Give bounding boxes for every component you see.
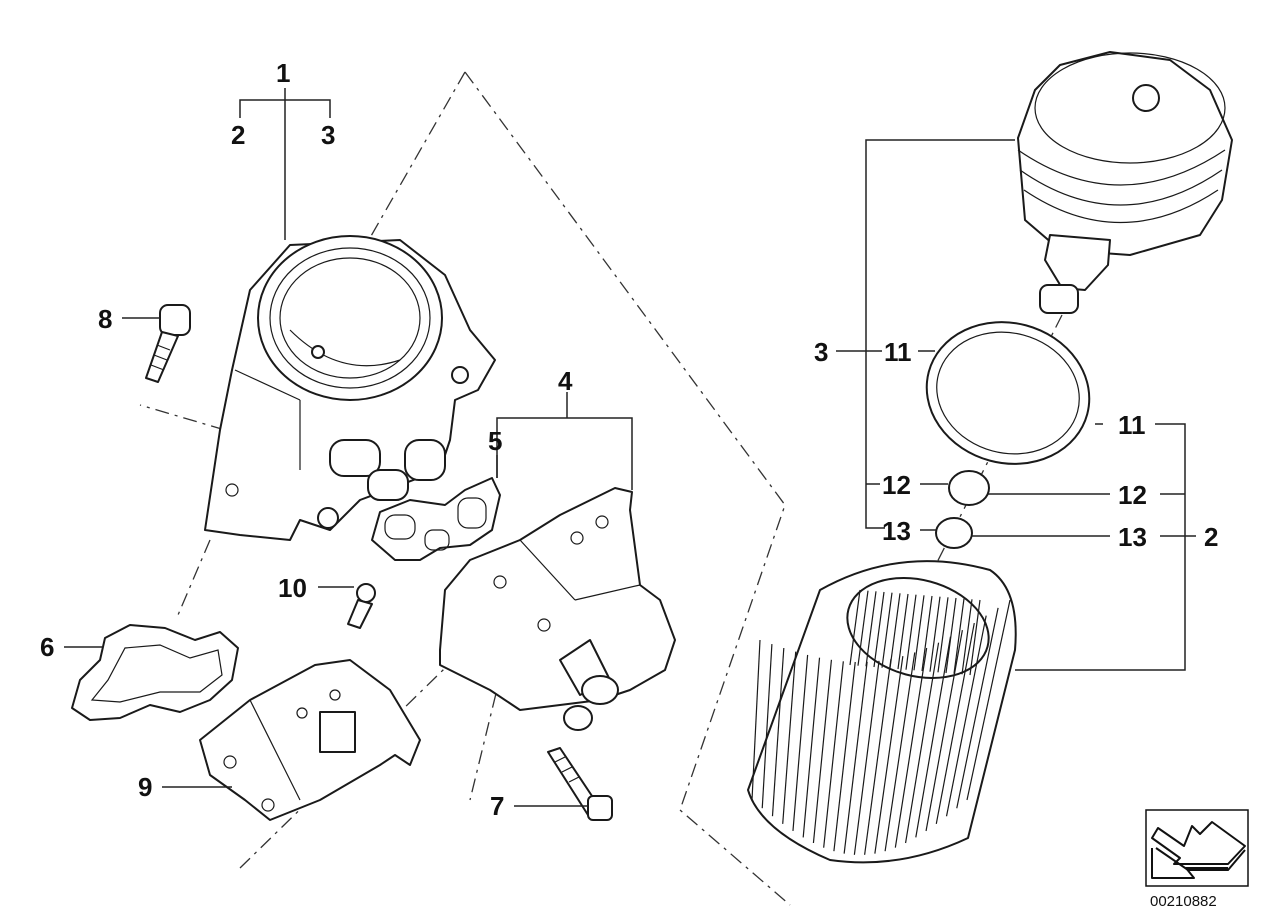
callout-12-left: 12: [882, 470, 911, 500]
filter-inner-pleat-line: [969, 599, 981, 676]
filter-inner-pleat-line: [889, 593, 901, 669]
filter-pleat-line: [915, 636, 952, 838]
filter-inner-pleat-line: [953, 598, 965, 674]
filter-pleat-line: [833, 661, 856, 852]
leader-lines: [64, 88, 1196, 807]
part-filter-cap: [1017, 51, 1233, 314]
filter-inner-pleat-line: [849, 589, 861, 666]
filter-inner-pleat-line: [857, 590, 869, 666]
callout-9: 9: [138, 772, 152, 802]
callout-3: 3: [321, 120, 335, 150]
filter-pleat-line: [751, 639, 761, 801]
filter-pleat-line: [782, 651, 797, 824]
filter-pleat-line: [802, 657, 821, 838]
callout-5: 5: [488, 426, 502, 456]
callout-3-right: 3: [814, 337, 828, 367]
filter-pleat-line: [884, 652, 916, 852]
callout-4: 4: [558, 366, 573, 396]
callout-11-right: 11: [1118, 410, 1146, 440]
part-oil-filter-element: [747, 560, 1017, 864]
filter-inner-pleat-line: [881, 592, 893, 668]
filter-pleat-line: [966, 599, 1011, 801]
callout-13-right: 13: [1118, 522, 1147, 552]
filter-pleat-line: [874, 656, 904, 854]
part-oil-cooler-4: [439, 487, 676, 731]
part-bolt-7: [547, 747, 613, 821]
filter-pleat-line: [792, 654, 809, 832]
callout-11-left: 11: [884, 337, 912, 367]
diagram-reference-number: 00210882: [1150, 893, 1217, 910]
callout-labels: 1 2 3 8 4 5 10 6 9 7 3 11 11 12 12 13 13…: [40, 58, 1218, 821]
part-o-ring-11: [925, 321, 1091, 465]
filter-inner-pleat-line: [873, 591, 885, 668]
part-bolt-8: [145, 304, 191, 383]
part-gasket-5: [371, 477, 501, 561]
callout-2: 2: [231, 120, 245, 150]
part-oil-filter-housing: [204, 235, 496, 541]
callout-1: 1: [276, 58, 290, 88]
direction-arrow-box: [1145, 809, 1249, 887]
callout-6: 6: [40, 632, 54, 662]
filter-pleat-line: [771, 647, 785, 817]
part-screw-10: [347, 583, 376, 629]
filter-inner-pleat-line: [921, 595, 933, 672]
filter-inner-pleat-line: [961, 599, 973, 675]
filter-pleat-line: [935, 622, 975, 824]
filter-inner-pleat-line: [929, 596, 941, 672]
callout-8: 8: [98, 304, 112, 334]
filter-pleat-line: [956, 607, 999, 809]
filter-inner-pleat-line: [937, 597, 949, 673]
callout-10: 10: [278, 573, 307, 603]
filter-inner-pleat-line: [897, 593, 909, 670]
part-o-ring-12: [948, 470, 990, 506]
callout-12-right: 12: [1118, 480, 1147, 510]
filter-inner-pleat-line: [945, 597, 957, 674]
part-gasket-6: [71, 624, 239, 721]
filter-pleat-line: [864, 658, 892, 855]
callout-2-right: 2: [1204, 522, 1218, 552]
filter-pleat-line: [853, 660, 880, 855]
filter-pleat-line: [843, 661, 868, 854]
filter-pleat-line: [823, 661, 844, 848]
filter-inner-pleat-line: [905, 594, 917, 670]
filter-pleat-line: [894, 647, 928, 848]
filter-pleat-line: [925, 630, 963, 832]
callout-7: 7: [490, 791, 504, 821]
filter-pleat-line: [761, 644, 773, 809]
filter-inner-pleat-line: [865, 591, 877, 667]
part-o-ring-13: [935, 517, 973, 549]
part-heat-shield-9: [199, 659, 421, 821]
filter-pleat-line: [945, 615, 987, 817]
filter-inner-pleat-line: [913, 595, 925, 671]
filter-pleat-line: [904, 642, 940, 844]
filter-pleat-line: [812, 659, 833, 844]
callout-13-left: 13: [882, 516, 911, 546]
